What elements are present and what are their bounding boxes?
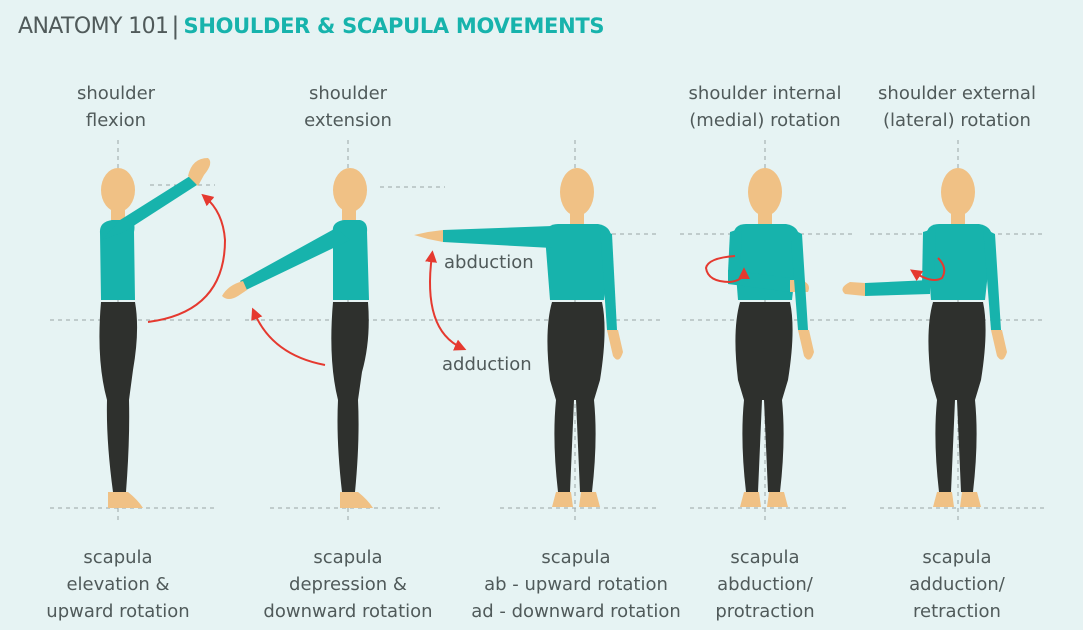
figure-internal-rotation (706, 168, 814, 507)
label-shoulder-external-rotation: shoulder external (lateral) rotation (842, 80, 1072, 134)
foot-right (767, 492, 788, 507)
label-shoulder-flexion: shoulder flexion (1, 80, 231, 134)
guide-lines (50, 140, 1045, 520)
figure-flexion (99, 158, 225, 508)
legs (928, 302, 985, 492)
label-shoulder-extension: shoulder extension (233, 80, 463, 134)
hand (222, 281, 247, 299)
foot-right (579, 492, 600, 507)
head (560, 168, 594, 216)
arm-upper (922, 228, 936, 285)
head (748, 168, 782, 216)
legs (99, 302, 137, 492)
arrow-flexion (148, 197, 225, 322)
hand-left (414, 230, 443, 242)
hand-right (991, 330, 1007, 360)
hand-right (607, 330, 623, 360)
hand-right (798, 330, 814, 360)
head (333, 168, 367, 212)
head (101, 168, 135, 212)
hand-left (842, 282, 865, 296)
foot-right (960, 492, 981, 507)
label-scapula-elevation: scapula elevation & upward rotation (3, 544, 233, 625)
label-scapula-retraction: scapula adduction/ retraction (842, 544, 1072, 625)
figure-external-rotation (842, 168, 1007, 507)
foot-left (552, 492, 573, 507)
foot-left (933, 492, 954, 507)
legs (331, 302, 368, 492)
label-scapula-depression: scapula depression & downward rotation (233, 544, 463, 625)
label-abduction: abduction (444, 252, 534, 273)
legs (735, 302, 792, 492)
forearm-out (865, 280, 930, 296)
torso (926, 224, 992, 300)
legs (547, 302, 604, 492)
feet (340, 492, 373, 508)
foot-left (740, 492, 761, 507)
figure-abduction (414, 168, 623, 507)
label-adduction: adduction (442, 354, 532, 375)
feet (108, 492, 143, 508)
arm-abducted (443, 226, 552, 248)
arm-upper (728, 228, 742, 272)
head (941, 168, 975, 216)
figure-extension (222, 168, 373, 508)
